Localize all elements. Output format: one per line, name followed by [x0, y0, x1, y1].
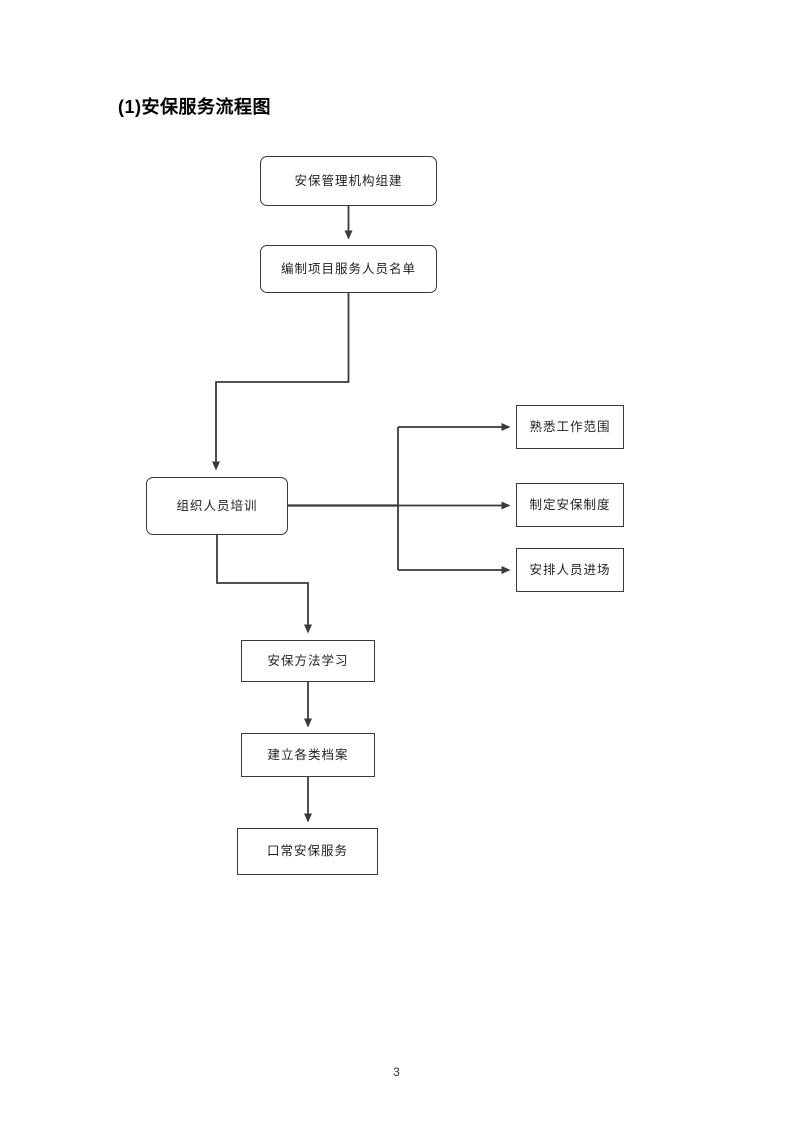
flow-node-familiarize-scope[interactable]: 熟悉工作范围 — [516, 405, 624, 449]
flow-node-staff-roster[interactable]: 编制项目服务人员名单 — [260, 245, 437, 293]
flow-node-security-policy[interactable]: 制定安保制度 — [516, 483, 624, 527]
flow-node-label: 口常安保服务 — [266, 844, 348, 858]
flow-node-staff-deployment[interactable]: 安排人员进场 — [516, 548, 624, 592]
flow-node-label: 安保管理机构组建 — [294, 173, 403, 188]
edge-n2-n3 — [212, 293, 350, 471]
flow-node-personnel-training[interactable]: 组织人员培训 — [146, 477, 288, 535]
flowchart-connectors — [212, 206, 511, 823]
flow-node-label: 建立各类档案 — [267, 747, 349, 762]
edge-n3-n7 — [216, 535, 312, 634]
flow-node-label: 安保方法学习 — [267, 653, 349, 668]
flow-node-daily-security-service[interactable]: 口常安保服务 — [237, 828, 378, 875]
page-title: (1)安保服务流程图 — [118, 97, 271, 117]
page-number: 3 — [393, 1065, 400, 1079]
flow-node-label: 安排人员进场 — [529, 562, 611, 577]
flow-node-label: 组织人员培训 — [176, 498, 258, 513]
flow-node-label: 制定安保制度 — [529, 497, 611, 512]
flow-node-method-study[interactable]: 安保方法学习 — [241, 640, 375, 682]
flow-node-label: 熟悉工作范围 — [529, 419, 611, 434]
flow-node-label: 编制项目服务人员名单 — [280, 261, 416, 276]
flow-node-security-org-setup[interactable]: 安保管理机构组建 — [260, 156, 437, 206]
flow-node-records-archive[interactable]: 建立各类档案 — [241, 733, 375, 777]
